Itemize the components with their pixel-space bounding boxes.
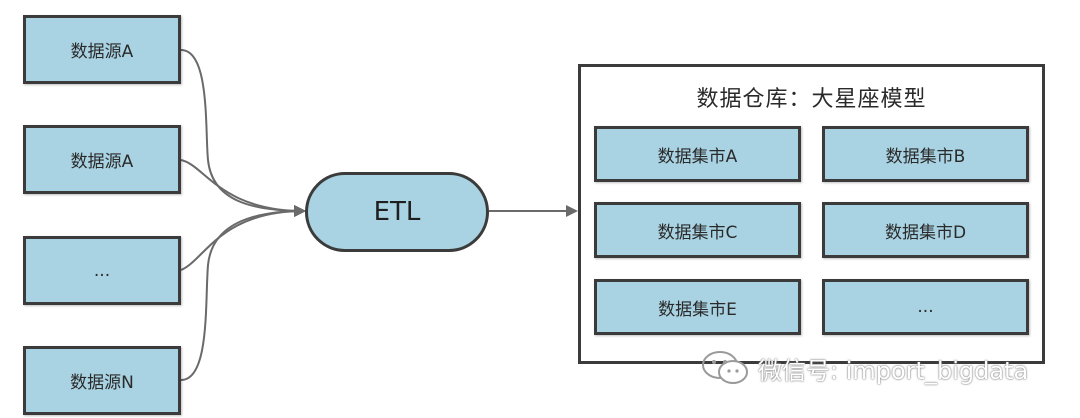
etl-node: ETL [305,172,489,252]
data-mart-label: 数据集市B [885,146,966,167]
data-source-box: 数据源A [23,15,181,84]
connector-source-4 [180,205,306,381]
connector-source-2 [180,159,306,217]
data-source-label: 数据源A [70,152,134,172]
data-source-label: ... [93,260,111,281]
data-mart-label: 数据集市A [657,146,738,167]
etl-label: ETL [373,197,421,227]
data-mart-label: 数据集市E [658,299,737,320]
data-mart-box: 数据集市D [822,202,1029,258]
data-source-label: 数据源N [70,373,134,393]
data-source-box: 数据源N [23,346,181,415]
data-mart-box: 数据集市B [822,126,1029,182]
warehouse-title: 数据仓库：大星座模型 [696,87,927,112]
data-mart-label: 数据集市D [884,222,967,243]
data-mart-box: 数据集市A [594,126,801,182]
data-mart-label: ... [917,297,934,317]
wechat-watermark: 微信号: import_bigdata [700,350,1028,386]
data-mart-box: 数据集市C [594,202,801,258]
data-mart-box: ... [822,279,1029,335]
wechat-icon [702,351,748,384]
connector-source-1 [180,49,306,217]
data-mart-box: 数据集市E [594,279,801,335]
data-source-label: 数据源A [70,42,134,62]
data-mart-label: 数据集市C [657,222,738,243]
watermark-text: 微信号: import_bigdata [758,356,1029,385]
data-source-box: 数据源A [23,125,181,194]
data-source-box: ... [23,236,181,305]
